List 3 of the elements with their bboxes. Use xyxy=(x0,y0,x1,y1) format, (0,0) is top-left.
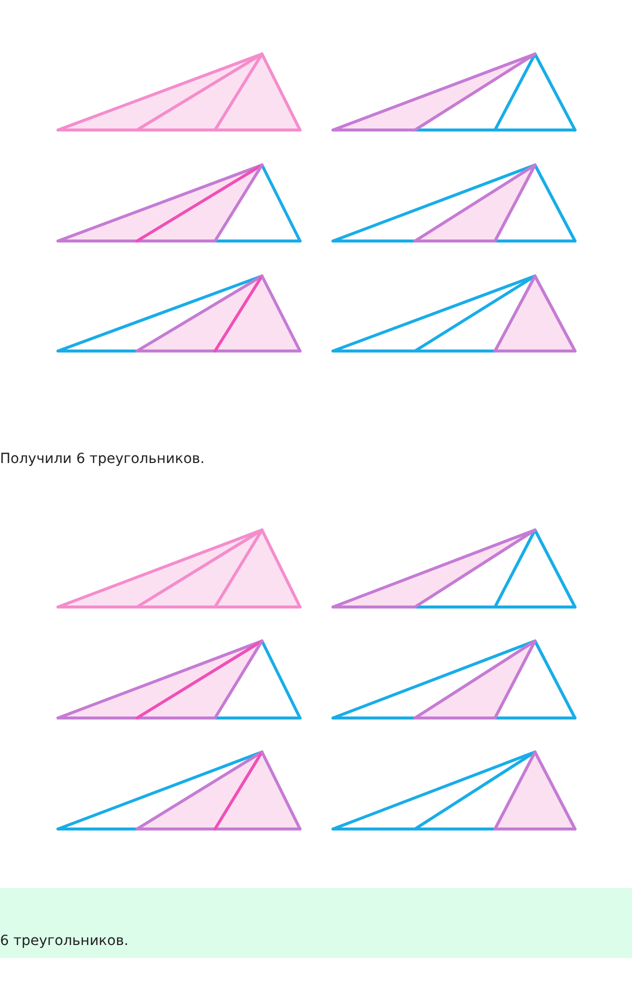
answer-text: 6 треугольников. xyxy=(0,933,128,949)
answer-panel xyxy=(0,888,632,958)
text-line: Получили 6 треугольников. xyxy=(0,451,205,467)
